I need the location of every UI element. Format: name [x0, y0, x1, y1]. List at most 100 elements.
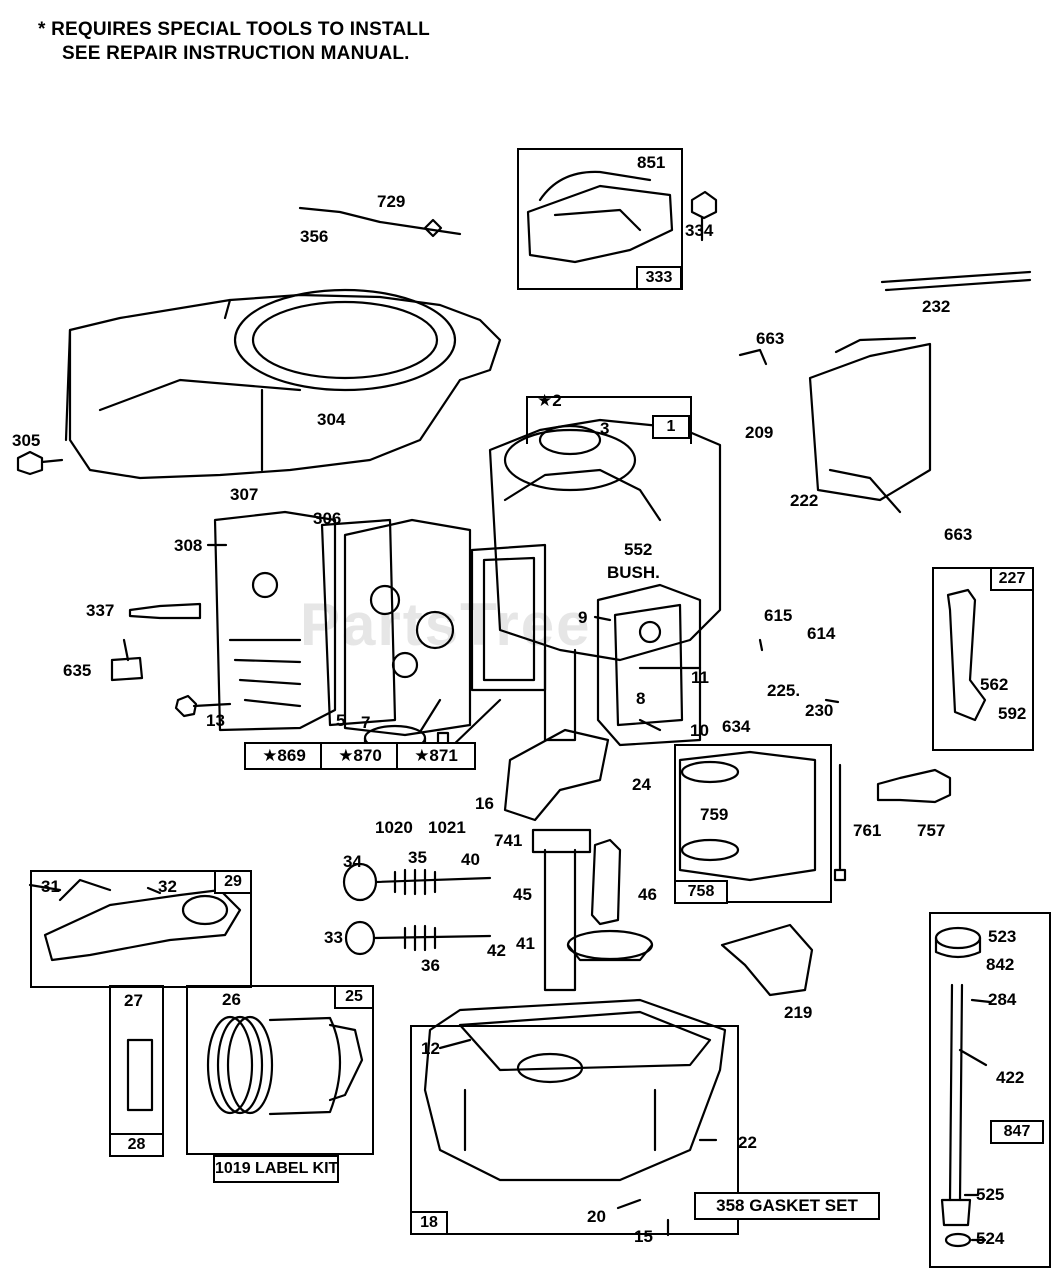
part-label-8[interactable]: 8 [636, 689, 646, 708]
part-label-851[interactable]: 851 [637, 153, 666, 172]
part-label-222[interactable]: 222 [790, 491, 819, 510]
part-label-525[interactable]: 525 [976, 1185, 1005, 1204]
part-tag-18[interactable]: 18 [410, 1211, 448, 1235]
part-label-26[interactable]: 26 [222, 990, 241, 1009]
part-label-634[interactable]: 634 [722, 717, 751, 736]
part-label-615[interactable]: 615 [764, 606, 793, 625]
part-label-46[interactable]: 46 [638, 885, 657, 904]
watermark: PartsTree [300, 591, 592, 658]
part-label-614[interactable]: 614 [807, 624, 836, 643]
piston-box [186, 985, 374, 1155]
part-label-35[interactable]: 35 [408, 848, 427, 867]
part-label-305[interactable]: 305 [12, 431, 41, 450]
part-label-33[interactable]: 33 [324, 928, 343, 947]
wrist-pin-drawing [126, 1038, 154, 1112]
part-label-592[interactable]: 592 [998, 704, 1027, 723]
part-label-9[interactable]: 9 [578, 608, 588, 627]
link-757-drawing [876, 768, 952, 804]
part-tag-870[interactable]: ★870 [320, 742, 400, 770]
part-tag-871[interactable]: ★871 [396, 742, 476, 770]
part-label-22[interactable]: 22 [738, 1133, 757, 1152]
part-label-10[interactable]: 10 [690, 721, 709, 740]
part-label-729[interactable]: 729 [377, 192, 406, 211]
part-label-2[interactable]: ★2 [537, 391, 562, 410]
part-label-232[interactable]: 232 [922, 297, 951, 316]
part-tag-847[interactable]: 847 [990, 1120, 1044, 1144]
part-label-757[interactable]: 757 [917, 821, 946, 840]
part-label-24[interactable]: 24 [632, 775, 651, 794]
part-tag-25[interactable]: 25 [334, 985, 374, 1009]
dipstick-drawing [934, 926, 982, 1248]
part-tag-1[interactable]: 1 [652, 415, 690, 439]
part-label-759[interactable]: 759 [700, 805, 729, 824]
note-line-1: * REQUIRES SPECIAL TOOLS TO INSTALL [38, 19, 430, 40]
connecting-rod-box [30, 870, 252, 988]
fitting-337-drawing [128, 602, 202, 620]
cylinder-head-drawing [213, 510, 337, 732]
part-label-306[interactable]: 306 [313, 509, 342, 528]
part-label-741[interactable]: 741 [494, 831, 523, 850]
label-kit-tag[interactable]: 1019 LABEL KIT [213, 1155, 339, 1183]
part-label-552[interactable]: 552 [624, 540, 653, 559]
part-label-635[interactable]: 635 [63, 661, 92, 680]
part-label-225[interactable]: 225. [767, 681, 801, 700]
part-label-422[interactable]: 422 [996, 1068, 1025, 1087]
part-tag-28[interactable]: 28 [109, 1133, 164, 1157]
part-tag-333[interactable]: 333 [636, 266, 682, 290]
part-label-27[interactable]: 27 [124, 991, 143, 1010]
part-label-40[interactable]: 40 [461, 850, 480, 869]
part-label-1021[interactable]: 1021 [428, 818, 466, 837]
lever-562-drawing [946, 588, 987, 722]
part-label-304[interactable]: 304 [317, 410, 346, 429]
part-label-219[interactable]: 219 [784, 1003, 813, 1022]
dipstick-box [929, 912, 1051, 1268]
cylinder-block-drawing [470, 418, 722, 692]
bracket-219-drawing [720, 923, 814, 997]
part-label-15[interactable]: 15 [634, 1227, 653, 1246]
part-label-42[interactable]: 42 [487, 941, 506, 960]
part-label-308[interactable]: 308 [174, 536, 203, 555]
part-label-523[interactable]: 523 [988, 927, 1017, 946]
part-label-334[interactable]: 334 [685, 221, 714, 240]
part-label-16[interactable]: 16 [475, 794, 494, 813]
part-label-36[interactable]: 36 [421, 956, 440, 975]
breather-drawing [596, 583, 702, 747]
part-label-20[interactable]: 20 [587, 1207, 606, 1226]
stand-box [674, 744, 832, 903]
governor-lever-box [932, 567, 1034, 751]
part-label-34[interactable]: 34 [343, 852, 362, 871]
elbow-635-drawing [110, 638, 144, 682]
part-label-524[interactable]: 524 [976, 1229, 1005, 1248]
part-label-3[interactable]: 3 [600, 419, 610, 438]
part-label-209[interactable]: 209 [745, 423, 774, 442]
part-label-7[interactable]: 7 [361, 713, 371, 732]
part-label-230[interactable]: 230 [805, 701, 834, 720]
part-label-761[interactable]: 761 [853, 821, 882, 840]
part-tag-869[interactable]: ★869 [244, 742, 324, 770]
part-tag-758[interactable]: 758 [674, 880, 728, 904]
part-label-41[interactable]: 41 [516, 934, 535, 953]
part-label-bush[interactable]: BUSH. [607, 563, 660, 582]
part-label-284[interactable]: 284 [988, 990, 1017, 1009]
part-label-45[interactable]: 45 [513, 885, 532, 904]
part-label-1020[interactable]: 1020 [375, 818, 413, 837]
part-tag-29[interactable]: 29 [214, 870, 252, 894]
part-label-337[interactable]: 337 [86, 601, 115, 620]
part-label-13[interactable]: 13 [206, 711, 225, 730]
wrist-pin-box [109, 985, 164, 1157]
part-label-11[interactable]: 11 [691, 668, 709, 687]
part-label-5[interactable]: 5 [336, 711, 346, 730]
part-label-356[interactable]: 356 [300, 227, 329, 246]
part-label-32[interactable]: 32 [158, 877, 177, 896]
part-label-12[interactable]: 12 [421, 1039, 440, 1058]
part-tag-227[interactable]: 227 [990, 567, 1034, 591]
part-label-31[interactable]: 31 [41, 877, 60, 896]
part-label-562[interactable]: 562 [980, 675, 1009, 694]
blower-housing-drawing [64, 288, 502, 480]
part-label-663-bottom[interactable]: 663 [944, 525, 973, 544]
part-label-307[interactable]: 307 [230, 485, 259, 504]
part-label-663-top[interactable]: 663 [756, 329, 785, 348]
bolt-761-drawing [833, 763, 847, 882]
part-label-842[interactable]: 842 [986, 955, 1015, 974]
gasket-set-tag[interactable]: 358 GASKET SET [694, 1192, 880, 1220]
